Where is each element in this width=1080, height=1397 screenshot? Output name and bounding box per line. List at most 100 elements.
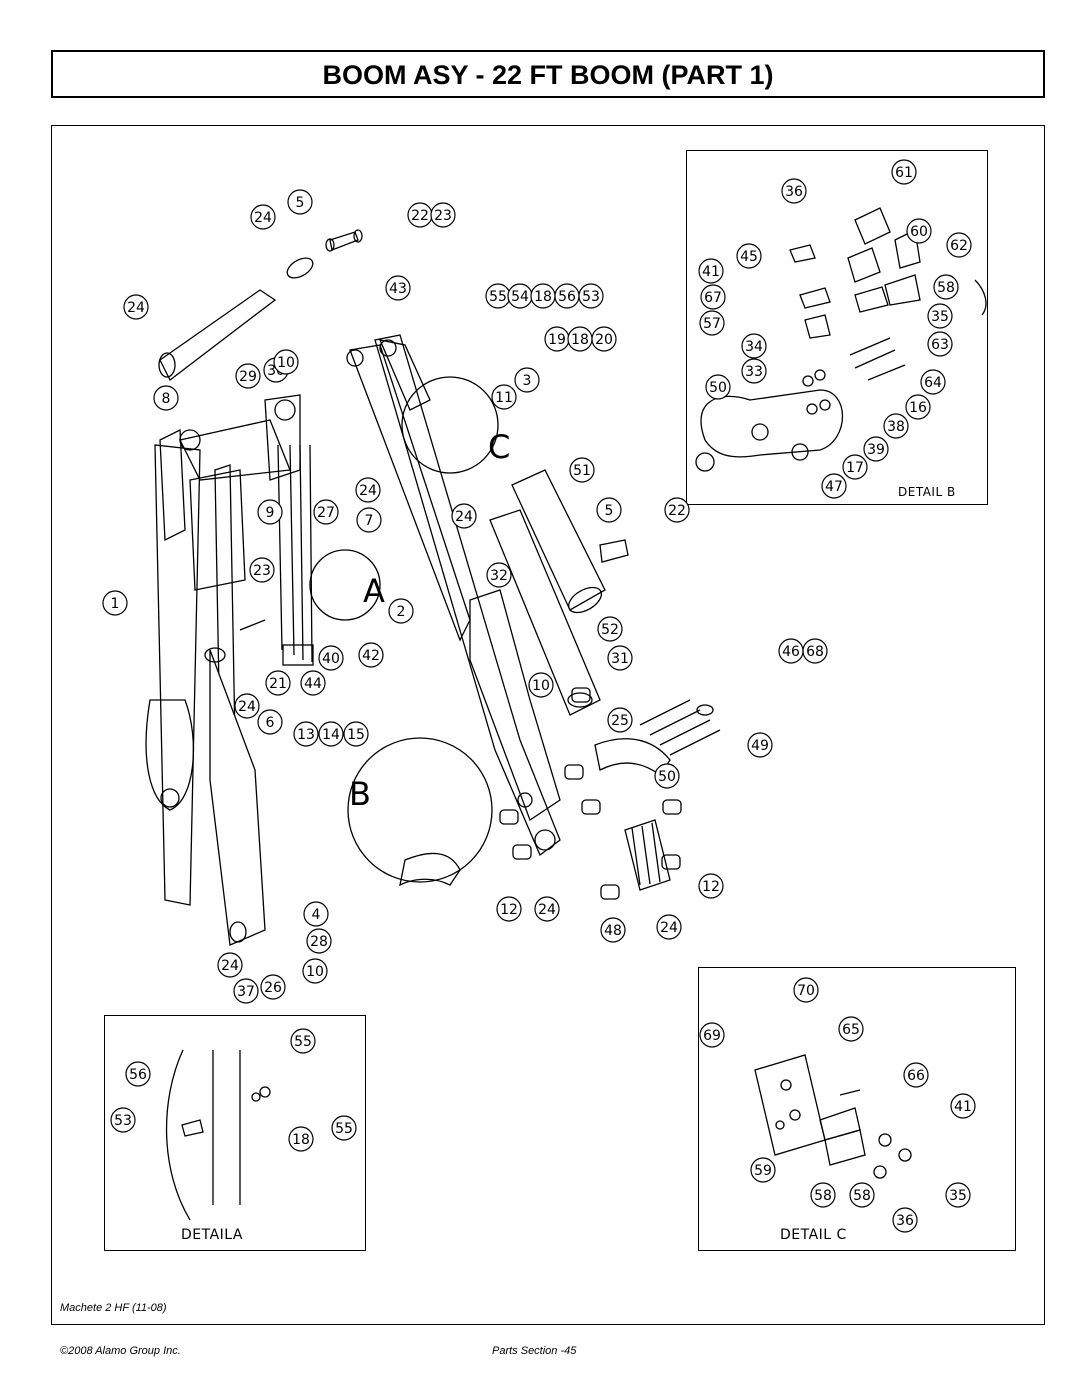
callout-bubble-detail-b — [741, 333, 767, 359]
callout-bubble-main — [747, 732, 773, 758]
callout-bubble-main — [250, 204, 276, 230]
callout-number-main: 24 — [238, 699, 256, 715]
callout-bubble-detail-c — [903, 1062, 929, 1088]
callout-bubble-main — [451, 503, 477, 529]
callout-bubble-main — [257, 499, 283, 525]
model-label: Machete 2 HF (11-08) — [60, 1302, 167, 1314]
callout-bubble-detail-b — [927, 303, 953, 329]
callout-bubble-main — [491, 384, 517, 410]
callout-number-main: 22 — [668, 503, 686, 519]
callout-bubble-main — [355, 477, 381, 503]
callout-number-detail-b: 16 — [909, 400, 927, 416]
callout-number-main: 19 — [548, 332, 566, 348]
callout-number-detail-b: 45 — [740, 249, 758, 265]
callout-number-detail-c: 41 — [954, 1099, 972, 1115]
callout-bubble-main — [388, 598, 414, 624]
callout-bubble-detail-c — [810, 1182, 836, 1208]
view-letter-c: C — [488, 428, 510, 466]
callout-bubble-main — [257, 709, 283, 735]
callout-number-main: 24 — [254, 210, 272, 226]
callout-number-detail-a: 18 — [292, 1132, 310, 1148]
footer-copyright: ©2008 Alamo Group Inc. — [60, 1345, 181, 1357]
callout-number-main: 3 — [523, 373, 532, 389]
callout-number-main: 55 — [489, 289, 507, 305]
callout-bubble-main — [293, 721, 319, 747]
callout-bubble-detail-b — [781, 178, 807, 204]
callout-bubble-detail-b — [741, 358, 767, 384]
callout-number-main: 50 — [658, 769, 676, 785]
callout-number-detail-c: 59 — [754, 1163, 772, 1179]
callout-bubble-detail-b — [946, 232, 972, 258]
callout-bubble-detail-a — [331, 1115, 357, 1141]
callout-bubble-main — [569, 457, 595, 483]
callout-number-main: 12 — [702, 879, 720, 895]
callout-bubble-main — [607, 645, 633, 671]
callout-number-detail-c: 65 — [842, 1022, 860, 1038]
callout-bubble-main — [496, 896, 522, 922]
callout-bubble-detail-c — [793, 977, 819, 1003]
callout-bubble-main — [358, 642, 384, 668]
callout-number-main: 14 — [322, 727, 340, 743]
callout-number-main: 24 — [660, 920, 678, 936]
callout-bubble-main — [664, 497, 690, 523]
callout-bubble-main — [303, 901, 329, 927]
callout-bubble-main — [313, 499, 339, 525]
callout-number-detail-a: 55 — [294, 1034, 312, 1050]
callout-bubble-main — [300, 670, 326, 696]
callout-bubble-detail-c — [838, 1016, 864, 1042]
callout-number-detail-b: 64 — [924, 375, 942, 391]
callout-number-detail-b: 57 — [703, 316, 721, 332]
callout-number-main: 10 — [277, 355, 295, 371]
callout-bubble-detail-b — [933, 274, 959, 300]
callout-number-main: 31 — [611, 651, 629, 667]
callout-number-detail-b: 36 — [785, 184, 803, 200]
callout-number-main: 24 — [221, 958, 239, 974]
callout-number-main: 24 — [538, 902, 556, 918]
callout-number-detail-b: 35 — [931, 309, 949, 325]
callout-number-detail-b: 41 — [702, 264, 720, 280]
callout-number-main: 52 — [601, 622, 619, 638]
callout-number-main: 46 — [782, 644, 800, 660]
callout-number-main: 32 — [490, 568, 508, 584]
callout-number-main: 18 — [571, 332, 589, 348]
callout-number-main: 22 — [411, 208, 429, 224]
callout-number-main: 24 — [455, 509, 473, 525]
callout-bubble-detail-b — [842, 454, 868, 480]
callout-bubble-main — [356, 507, 382, 533]
callout-number-main: 5 — [605, 503, 614, 519]
callout-number-main: 21 — [269, 676, 287, 692]
view-letter-b: B — [349, 775, 371, 813]
callout-bubble-detail-b — [891, 159, 917, 185]
detail-a-box — [104, 1015, 366, 1251]
callout-number-main: 43 — [389, 281, 407, 297]
callout-number-main: 49 — [751, 738, 769, 754]
callout-number-main: 15 — [347, 727, 365, 743]
callout-bubble-detail-b — [883, 413, 909, 439]
callout-number-main: 24 — [359, 483, 377, 499]
detail-a-label: DETAILA — [181, 1227, 243, 1243]
callout-bubble-main — [654, 763, 680, 789]
callout-number-main: 23 — [434, 208, 452, 224]
callout-number-detail-b: 33 — [745, 364, 763, 380]
callout-number-main: 5 — [296, 195, 305, 211]
callout-number-detail-a: 53 — [114, 1113, 132, 1129]
callout-bubble-detail-b — [736, 243, 762, 269]
callout-bubble-detail-b — [906, 218, 932, 244]
callout-bubble-main — [385, 275, 411, 301]
callout-bubble-main — [802, 638, 828, 664]
callout-bubble-main — [249, 557, 275, 583]
callout-bubble-main — [123, 294, 149, 320]
callout-number-detail-c: 58 — [853, 1188, 871, 1204]
callout-number-detail-c: 58 — [814, 1188, 832, 1204]
callout-number-detail-b: 50 — [709, 380, 727, 396]
callout-bubble-main — [600, 917, 626, 943]
callout-number-main: 37 — [237, 984, 255, 1000]
callout-number-detail-b: 47 — [825, 479, 843, 495]
callout-bubble-main — [486, 562, 512, 588]
callout-number-detail-b: 63 — [931, 337, 949, 353]
callout-number-main: 6 — [266, 715, 275, 731]
callout-number-main: 44 — [304, 676, 322, 692]
callout-number-main: 54 — [511, 289, 529, 305]
callout-number-detail-c: 69 — [703, 1028, 721, 1044]
